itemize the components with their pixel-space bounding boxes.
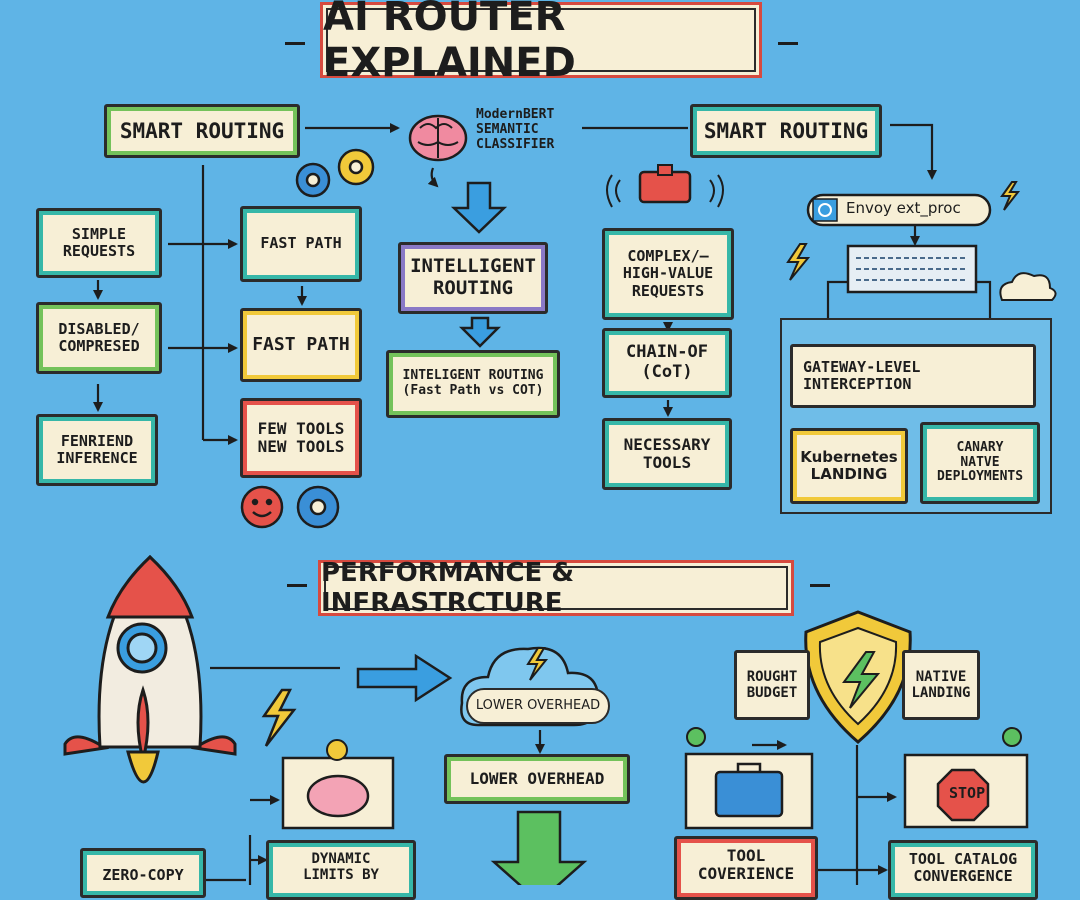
native-landing-label: NATIVE LANDING	[911, 668, 971, 701]
fast-path-box-1: FAST PATH	[240, 206, 362, 282]
tool-catalog-box: TOOL CATALOG CONVERGENCE	[888, 840, 1038, 900]
chain-of-label: CHAIN-OF (CoT)	[626, 342, 708, 382]
router-device-icon	[606, 164, 724, 208]
gear-icon	[295, 148, 375, 198]
stop-label: STOP	[949, 784, 986, 802]
brain-icon	[408, 114, 468, 162]
rocket-icon	[63, 554, 237, 784]
native-landing-box: NATIVE LANDING	[902, 650, 980, 720]
cloud-icon	[999, 272, 1057, 301]
smart-routing-left-label: SMART ROUTING	[119, 118, 285, 143]
necessary-tools-box: NECESSARY TOOLS	[602, 418, 732, 490]
simple-requests-box: SIMPLE REQUESTS	[36, 208, 162, 278]
intelligent-routing-label: INTELLIGENT ROUTING	[410, 255, 536, 299]
fast-path-label-1: FAST PATH	[260, 234, 342, 253]
lower-overhead-label: LOWER OVERHEAD	[469, 768, 605, 788]
kubernetes-label: Kubernetes LANDING	[800, 447, 898, 483]
lower-overhead-box: LOWER OVERHEAD	[444, 754, 630, 804]
disabled-compresed-box: DISABLED/ COMPRESED	[36, 302, 162, 374]
title-dash	[285, 42, 305, 45]
canary-box: CANARY NATVE DEPLOYMENTS	[920, 422, 1040, 504]
disabled-compresed-label: DISABLED/ COMPRESED	[58, 319, 140, 355]
chain-of-box: CHAIN-OF (CoT)	[602, 328, 732, 398]
simple-requests-label: SIMPLE REQUESTS	[62, 224, 136, 260]
rought-budget-box: ROUGHT BUDGET	[734, 650, 810, 720]
gear-face-icon	[240, 485, 340, 529]
title-dash	[778, 42, 798, 45]
badge-icon	[686, 727, 706, 747]
envoy-pill	[806, 193, 992, 227]
piggy-bank-icon	[281, 739, 395, 830]
complex-requests-label: COMPLEX/— HIGH-VALUE REQUESTS	[622, 247, 714, 300]
rought-budget-label: ROUGHT BUDGET	[746, 668, 798, 701]
section-title-text: PERFORMANCE & INFRASTRCTURE	[321, 558, 575, 618]
intelligent-routing-box: INTELLIGENT ROUTING	[398, 242, 548, 314]
dynamic-limits-box: DYNAMIC LIMITS BY	[266, 840, 416, 900]
stop-sign-icon	[936, 768, 990, 822]
section-dash	[287, 584, 307, 587]
inteligent-routing-detail-label: INTELIGENT ROUTING (Fast Path vs COT)	[402, 368, 544, 398]
tool-coverience-box: TOOL COVERIENCE	[674, 836, 818, 900]
dynamic-limits-label: DYNAMIC LIMITS BY	[303, 851, 379, 884]
necessary-tools-label: NECESSARY TOOLS	[623, 434, 711, 472]
canary-label: CANARY NATVE DEPLOYMENTS	[936, 439, 1024, 485]
zero-copy-label: ZERO-COPY	[102, 866, 184, 884]
classifier-label: ModernBERT SEMANTIC CLASSIFIER	[476, 107, 555, 152]
section-title: PERFORMANCE & INFRASTRCTURE	[318, 558, 794, 618]
fenriend-inference-label: FENRIEND INFERENCE	[56, 431, 138, 467]
shield-icon	[804, 610, 912, 744]
fenriend-inference-box: FENRIEND INFERENCE	[36, 414, 158, 486]
server-icon	[846, 244, 978, 294]
gateway-interception-label: GATEWAY-LEVEL INTERCEPTION	[803, 357, 921, 393]
fast-path-label-2: FAST PATH	[252, 333, 350, 355]
section-dash	[810, 584, 830, 587]
lightning-icon	[1000, 181, 1021, 211]
inteligent-routing-detail-box: INTELIGENT ROUTING (Fast Path vs COT)	[386, 350, 560, 418]
fast-path-box-2: FAST PATH	[240, 308, 362, 382]
lightning-icon	[261, 688, 297, 747]
page-title-text: AI ROUTER EXPLAINED	[323, 0, 576, 86]
lower-overhead-cloud-label: LOWER OVERHEAD	[475, 697, 601, 713]
gateway-interception-box: GATEWAY-LEVEL INTERCEPTION	[790, 344, 1036, 408]
lightning-icon	[786, 243, 811, 281]
kubernetes-box: Kubernetes LANDING	[790, 428, 908, 504]
page-title: AI ROUTER EXPLAINED	[320, 0, 762, 86]
lower-overhead-cloud-label-box: LOWER OVERHEAD	[466, 688, 610, 724]
smart-routing-left-box: SMART ROUTING	[104, 104, 300, 158]
tool-catalog-label: TOOL CATALOG CONVERGENCE	[908, 850, 1018, 886]
envoy-label: Envoy ext_proc	[846, 199, 961, 217]
smart-routing-right-label: SMART ROUTING	[703, 118, 869, 143]
tool-coverience-label: TOOL COVERIENCE	[697, 846, 795, 884]
few-tools-label: FEW TOOLS NEW TOOLS	[257, 418, 345, 456]
badge-icon	[1002, 727, 1022, 747]
briefcase-icon	[684, 752, 814, 830]
complex-requests-box: COMPLEX/— HIGH-VALUE REQUESTS	[602, 228, 734, 320]
zero-copy-box: ZERO-COPY	[80, 848, 206, 898]
few-tools-box: FEW TOOLS NEW TOOLS	[240, 398, 362, 478]
smart-routing-right-box: SMART ROUTING	[690, 104, 882, 158]
